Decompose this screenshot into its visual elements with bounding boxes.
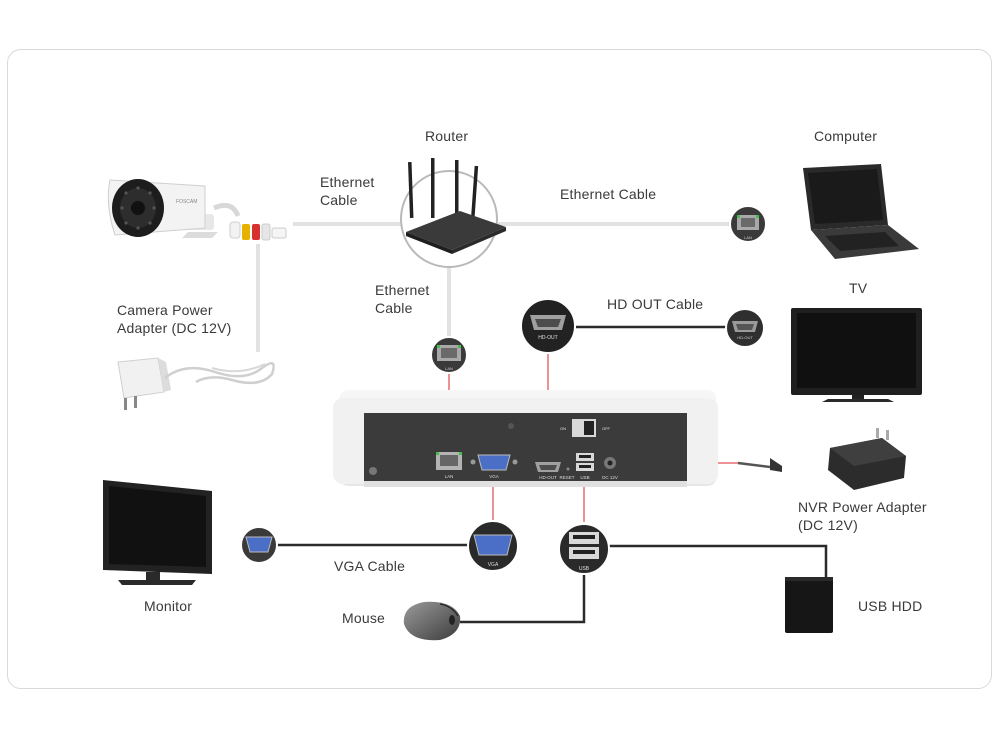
tv-hdmi-port: HD-OUT — [725, 308, 765, 348]
nvr-power-adapter-label: NVR Power Adapter (DC 12V) — [798, 499, 927, 533]
mouse-label: Mouse — [342, 610, 386, 626]
vga-cable-label: VGA Cable — [334, 558, 406, 574]
svg-text:VGA: VGA — [489, 474, 499, 479]
svg-text:ON: ON — [560, 426, 566, 431]
svg-text:VGA: VGA — [488, 562, 499, 568]
monitor — [103, 480, 212, 585]
tv-label: TV — [849, 280, 868, 296]
svg-text:HD-OUT: HD-OUT — [539, 475, 557, 480]
tv — [791, 308, 922, 402]
computer-laptop — [803, 164, 919, 259]
nvr-power-adapter — [770, 428, 906, 490]
hd-out-cable-label: HD OUT Cable — [607, 296, 704, 312]
nvr-power-cable — [737, 461, 771, 469]
computer-label: Computer — [814, 128, 878, 144]
monitor-label: Monitor — [144, 598, 193, 614]
ethernet-cable-down-label: Ethernet Cable — [375, 282, 430, 316]
nvr-recorder: ON OFF LAN VGA HD-OUT RESET USB DC 12V — [333, 390, 718, 487]
usb-hdd-cable-line — [606, 544, 828, 578]
svg-text:USB: USB — [579, 566, 590, 572]
ethernet-cable-right-label: Ethernet Cable — [560, 186, 657, 202]
svg-text:HD-OUT: HD-OUT — [538, 335, 557, 341]
usb-hdd — [785, 577, 833, 633]
camera-power-adapter — [117, 357, 275, 410]
ethernet-cable-left-label: Ethernet Cable — [320, 174, 375, 208]
ethernet-cables — [256, 222, 730, 352]
camera-power-adapter-label: Camera Power Adapter (DC 12V) — [117, 302, 232, 336]
svg-text:OFF: OFF — [602, 426, 611, 431]
nvr-lan-bubble: LAN — [430, 336, 468, 374]
mouse-cable-line — [460, 572, 586, 624]
camera-brand-text: FOSCAM — [176, 199, 197, 205]
router — [400, 158, 506, 268]
svg-text:LAN: LAN — [445, 474, 454, 479]
nvr-vga-bubble: VGA — [467, 520, 519, 572]
computer-lan-port: LAN — [729, 205, 767, 243]
svg-text:USB: USB — [580, 475, 589, 480]
nvr-usb-bubble: USB — [558, 523, 610, 575]
ip-camera: FOSCAM — [107, 179, 287, 241]
usb-hdd-label: USB HDD — [858, 598, 923, 614]
router-label: Router — [425, 128, 469, 144]
diagram-frame — [7, 49, 992, 689]
svg-text:DC 12V: DC 12V — [602, 475, 618, 480]
dark-cables — [277, 325, 828, 624]
svg-text:LAN: LAN — [445, 366, 453, 371]
monitor-vga-bubble — [240, 526, 278, 564]
nvr-hdout-bubble: HD-OUT — [520, 298, 576, 354]
svg-text:RESET: RESET — [559, 475, 574, 480]
svg-text:HD-OUT: HD-OUT — [737, 335, 753, 340]
svg-text:LAN: LAN — [744, 235, 752, 240]
mouse — [403, 601, 461, 641]
